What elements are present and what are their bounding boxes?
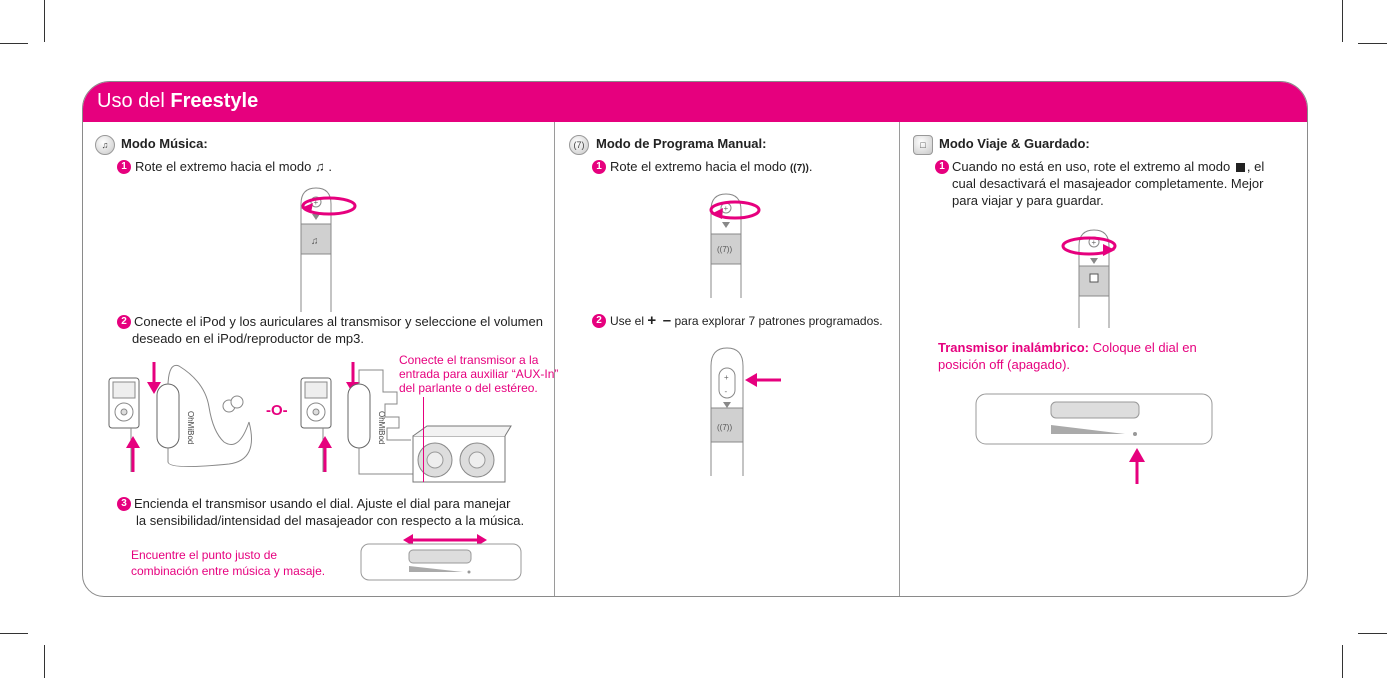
- svg-text:+: +: [1092, 238, 1097, 247]
- minus-icon: –: [662, 312, 672, 329]
- step-number: 2: [592, 314, 606, 328]
- crop-mark: [44, 645, 45, 678]
- step-number: 2: [117, 315, 131, 329]
- column-divider: [899, 122, 900, 596]
- svg-text:-: -: [725, 387, 728, 396]
- travel-mode-icon: □: [913, 135, 933, 155]
- svg-text:+: +: [314, 198, 319, 207]
- music-note-icon: ♫: [314, 159, 325, 174]
- manual-step1: Rote el extremo hacia el modo ((7)).: [610, 158, 812, 177]
- crop-mark: [0, 633, 28, 634]
- music-step2: Conecte el iPod y los auriculares al tra…: [132, 314, 543, 346]
- column-divider: [554, 122, 555, 596]
- travel-step1: Cuando no está en uso, rote el extremo a…: [952, 159, 1265, 208]
- plus-icon: +: [647, 312, 657, 329]
- music-tip: Encuentre el punto justo de combinación …: [131, 548, 326, 578]
- massager-illustration: + - ((7)): [710, 347, 781, 476]
- step-number: 1: [935, 160, 949, 174]
- svg-text:((7)): ((7)): [717, 423, 732, 432]
- callout-line: [423, 397, 424, 482]
- svg-text:OhMiBod: OhMiBod: [186, 411, 195, 444]
- wave-7-icon: ((7)): [789, 163, 809, 174]
- square-icon: [1235, 163, 1245, 173]
- step-number: 1: [592, 160, 606, 174]
- aux-callout: Conecte el transmisor a la entrada para …: [399, 353, 559, 395]
- crop-mark: [1342, 0, 1343, 42]
- step-number: 1: [117, 160, 131, 174]
- dial-strip-illustration: [360, 534, 522, 581]
- manual-mode-icon: (7): [569, 135, 589, 155]
- manual-step2: Use el + – para explorar 7 patrones prog…: [610, 312, 883, 329]
- svg-text:+: +: [724, 373, 729, 382]
- music-mode-icon: ♫: [95, 135, 115, 155]
- crop-mark: [1358, 43, 1387, 44]
- crop-mark: [0, 43, 28, 44]
- music-step3: Encienda el transmisor usando el dial. A…: [134, 496, 525, 528]
- ipod-speaker-illustration: OhMiBod: [300, 362, 512, 483]
- crop-mark: [1342, 645, 1343, 678]
- svg-text:+: +: [724, 204, 729, 213]
- massager-illustration: + ♫: [300, 187, 357, 312]
- svg-text:((7)): ((7)): [717, 245, 732, 254]
- music-heading: Modo Música:: [121, 136, 208, 151]
- svg-text:♫: ♫: [311, 236, 319, 247]
- instruction-panel: Uso del Freestyle ♫ Modo Música: 1 Rote …: [82, 81, 1308, 597]
- or-label: -O-: [266, 402, 288, 419]
- massager-illustration: + ((7)): [709, 193, 761, 298]
- music-step1: Rote el extremo hacia el modo ♫ .: [135, 159, 332, 174]
- ipod-earbuds-illustration: OhMiBod: [108, 362, 252, 472]
- crop-mark: [44, 0, 45, 42]
- manual-heading: Modo de Programa Manual:: [596, 136, 767, 151]
- travel-heading: Modo Viaje & Guardado:: [939, 136, 1090, 151]
- step-number: 3: [117, 497, 131, 511]
- dial-strip-illustration: [975, 393, 1213, 484]
- banner-title: Uso del Freestyle: [97, 90, 259, 112]
- banner: Uso del Freestyle: [83, 82, 1307, 122]
- crop-mark: [1358, 633, 1387, 634]
- svg-text:OhMiBod: OhMiBod: [377, 411, 386, 444]
- massager-illustration: +: [1061, 229, 1117, 328]
- travel-note: Transmisor inalámbrico: Coloque el dial …: [938, 340, 1197, 372]
